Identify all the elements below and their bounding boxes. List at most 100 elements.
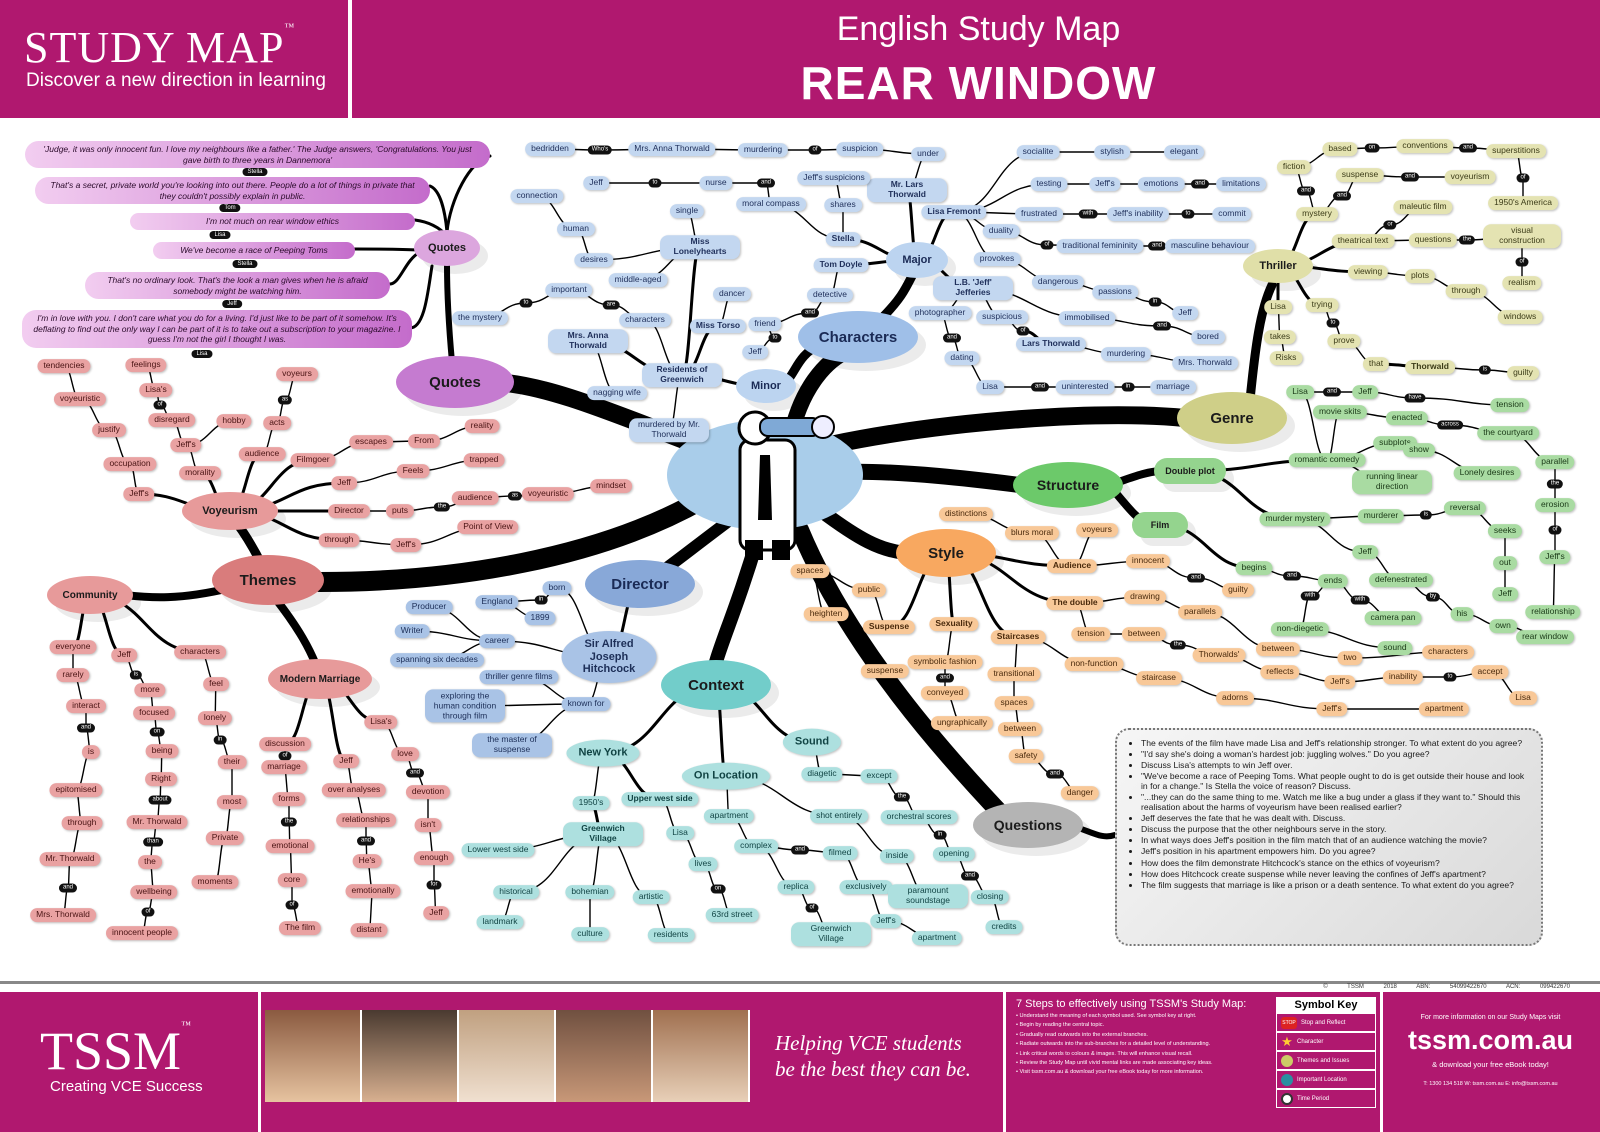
node-voyeurism[interactable]: Point of View xyxy=(457,520,519,534)
node-double-plot[interactable]: murderer xyxy=(1357,509,1405,523)
node-voyeurism[interactable]: escapes xyxy=(349,435,393,449)
node-film[interactable]: non-diegetic xyxy=(1270,622,1330,636)
node-modern-marriage[interactable]: relationships xyxy=(336,813,396,827)
node-film[interactable]: begins xyxy=(1235,561,1273,575)
node-modern-marriage[interactable]: emotionally xyxy=(345,884,401,898)
node-style[interactable]: between xyxy=(1121,627,1167,641)
node-modern-marriage[interactable]: Lisa's xyxy=(364,715,398,729)
key-node-context[interactable]: Sound xyxy=(782,728,842,756)
node-major[interactable]: moral compass xyxy=(736,197,806,211)
node-thriller[interactable]: maleutic film xyxy=(1393,200,1453,214)
node-double-plot[interactable]: Jeff's xyxy=(1539,550,1571,564)
node-context[interactable]: except xyxy=(860,769,898,783)
node-double-plot[interactable]: Jeff xyxy=(1352,385,1378,399)
node-thriller[interactable]: Lisa xyxy=(1264,300,1292,314)
node-community[interactable]: Private xyxy=(205,831,245,845)
node-community[interactable]: is xyxy=(81,745,101,759)
node-thriller[interactable]: takes xyxy=(1263,330,1297,344)
node-voyeurism[interactable]: Jeff's xyxy=(170,438,202,452)
node-minor[interactable]: the mystery xyxy=(452,311,508,325)
node-style[interactable]: blurs moral xyxy=(1004,526,1060,540)
node-major[interactable]: testing xyxy=(1030,177,1068,191)
key-node-major[interactable]: Mr. Lars Thorwald xyxy=(867,178,947,202)
node-double-plot[interactable]: show xyxy=(1403,443,1435,457)
node-major[interactable]: immobilised xyxy=(1058,311,1116,325)
node-thriller[interactable]: superstitions xyxy=(1486,144,1546,158)
node-style[interactable]: staircase xyxy=(1135,671,1183,685)
node-major[interactable]: photographer xyxy=(908,306,972,320)
node-major[interactable]: shares xyxy=(824,198,862,212)
key-node-thriller[interactable]: Thorwald xyxy=(1405,360,1455,374)
node-major[interactable]: passions xyxy=(1092,285,1138,299)
node-modern-marriage[interactable]: distant xyxy=(350,923,388,937)
node-thriller[interactable]: questions xyxy=(1408,233,1458,247)
node-double-plot[interactable]: enacted xyxy=(1385,411,1429,425)
node-style[interactable]: suspense xyxy=(860,664,910,678)
node-major[interactable]: uninterested xyxy=(1055,380,1115,394)
node-double-plot[interactable]: parallel xyxy=(1535,455,1575,469)
node-minor[interactable]: connection xyxy=(510,189,564,203)
node-style[interactable]: spaces xyxy=(790,564,830,578)
node-context[interactable]: historical xyxy=(493,885,539,899)
node-major[interactable]: suspicious xyxy=(976,310,1028,324)
node-double-plot[interactable]: seeks xyxy=(1487,524,1523,538)
node-voyeurism[interactable]: voyeuristic xyxy=(521,487,575,501)
key-node-context[interactable]: Upper west side xyxy=(621,792,699,806)
node-modern-marriage[interactable]: Jeff xyxy=(333,754,359,768)
key-node-style[interactable]: The double xyxy=(1046,596,1104,610)
node-modern-marriage[interactable]: love xyxy=(391,747,419,761)
hub-voyeurism[interactable]: Voyeurism xyxy=(182,492,278,530)
node-context[interactable]: replica xyxy=(777,880,815,894)
node-major[interactable]: traditional femininity xyxy=(1056,239,1144,253)
node-community[interactable]: lonely xyxy=(197,711,233,725)
node-community[interactable]: characters xyxy=(174,645,226,659)
node-community[interactable]: being xyxy=(145,744,179,758)
node-double-plot[interactable]: Jeff xyxy=(1492,587,1518,601)
node-voyeurism[interactable]: voyeuristic xyxy=(53,392,107,406)
node-major[interactable]: Jeff xyxy=(742,345,768,359)
node-double-plot[interactable]: Lisa xyxy=(1286,385,1314,399)
node-director[interactable]: known for xyxy=(561,697,611,711)
hub-minor[interactable]: Minor xyxy=(736,369,796,403)
node-context[interactable]: Lower west side xyxy=(461,843,535,857)
node-context[interactable]: orchestral scores xyxy=(880,810,958,824)
node-community[interactable]: Mr. Thorwald xyxy=(126,815,188,829)
node-minor[interactable]: characters xyxy=(619,313,671,327)
node-voyeurism[interactable]: audience xyxy=(451,491,499,505)
node-double-plot[interactable]: running linear direction xyxy=(1352,470,1432,494)
node-director[interactable]: 1899 xyxy=(524,611,556,625)
key-node-minor[interactable]: Mrs. Anna Thorwald xyxy=(548,329,628,353)
key-node-director[interactable]: Sir Alfred Joseph Hitchcock xyxy=(561,631,657,683)
node-thriller[interactable]: Risks xyxy=(1269,351,1303,365)
node-major[interactable]: under xyxy=(911,147,945,161)
node-thriller[interactable]: viewing xyxy=(1347,265,1389,279)
node-film[interactable]: sound xyxy=(1377,641,1413,655)
node-director[interactable]: Writer xyxy=(394,624,430,638)
node-voyeurism[interactable]: tendencies xyxy=(37,359,91,373)
node-major[interactable]: elegant xyxy=(1164,145,1204,159)
node-thriller[interactable]: realism xyxy=(1502,276,1542,290)
node-community[interactable]: everyone xyxy=(49,640,97,654)
key-node-style[interactable]: Audience xyxy=(1046,559,1098,573)
key-node-minor[interactable]: Miss Lonelyhearts xyxy=(660,235,740,259)
node-voyeurism[interactable]: Jeff's xyxy=(123,487,155,501)
node-modern-marriage[interactable]: marriage xyxy=(261,760,307,774)
hub-major[interactable]: Major xyxy=(886,242,948,278)
node-modern-marriage[interactable]: forms xyxy=(272,792,306,806)
hub-modern-marriage[interactable]: Modern Marriage xyxy=(268,659,372,699)
hub-director[interactable]: Director xyxy=(585,560,695,608)
hub-quotes-small[interactable]: Quotes xyxy=(414,230,480,266)
node-film[interactable]: camera pan xyxy=(1364,611,1422,625)
node-community[interactable]: innocent people xyxy=(105,926,179,940)
node-double-plot[interactable]: erosion xyxy=(1535,498,1575,512)
node-major[interactable]: friend xyxy=(748,317,782,331)
node-community[interactable]: most xyxy=(216,795,248,809)
hub-style[interactable]: Style xyxy=(896,529,996,577)
node-community[interactable]: more xyxy=(134,683,166,697)
hub-themes[interactable]: Themes xyxy=(212,555,324,605)
node-style[interactable]: innocent xyxy=(1125,554,1171,568)
node-community[interactable]: moments xyxy=(191,875,239,889)
node-context[interactable]: complex xyxy=(734,839,778,853)
node-major[interactable]: bedridden xyxy=(525,142,575,156)
node-modern-marriage[interactable]: Jeff xyxy=(423,906,449,920)
